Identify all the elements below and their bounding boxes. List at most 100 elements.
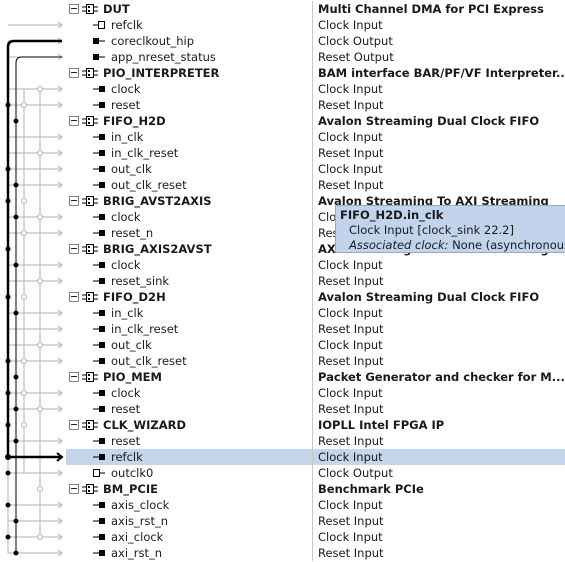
input-port-icon bbox=[93, 406, 105, 412]
wire-arrow bbox=[57, 389, 63, 397]
name-cell: axis_clock bbox=[66, 497, 313, 513]
connection-dot bbox=[5, 502, 11, 508]
name-cell: BM_PCIE bbox=[66, 481, 313, 497]
name-cell: BRIG_AVST2AXIS bbox=[66, 193, 313, 209]
name-cell: clock bbox=[66, 385, 313, 401]
port-row[interactable]: clock Clock Input bbox=[66, 81, 565, 97]
port-name: outclk0 bbox=[111, 466, 154, 480]
wire-arrow bbox=[57, 517, 63, 525]
port-name: reset bbox=[111, 402, 141, 416]
collapse-toggle-icon[interactable] bbox=[69, 196, 79, 206]
name-cell: PIO_MEM bbox=[66, 369, 313, 385]
name-cell: reset bbox=[66, 97, 313, 113]
name-cell: refclk bbox=[66, 17, 313, 33]
name-cell: coreclkout_hip bbox=[66, 33, 313, 49]
description-cell: Clock Input bbox=[313, 81, 565, 97]
connection-dot bbox=[5, 294, 11, 300]
component-name: FIFO_D2H bbox=[103, 290, 166, 304]
port-name: clock bbox=[111, 386, 141, 400]
collapse-toggle-icon[interactable] bbox=[69, 484, 79, 494]
wire-arrow bbox=[56, 452, 64, 462]
wire-arrow bbox=[57, 437, 63, 445]
collapse-toggle-icon[interactable] bbox=[69, 292, 79, 302]
description-cell: Clock Input bbox=[313, 257, 565, 273]
component-description: Avalon Streaming Dual Clock FIFO bbox=[318, 290, 540, 304]
wire-arrow bbox=[57, 165, 63, 173]
connection-dot bbox=[5, 102, 11, 108]
collapse-toggle-icon[interactable] bbox=[69, 244, 79, 254]
open-connection-dot bbox=[37, 214, 43, 220]
description-cell: Reset Input bbox=[313, 545, 565, 561]
name-cell: in_clk_reset bbox=[66, 321, 313, 337]
collapse-toggle-icon[interactable] bbox=[69, 372, 79, 382]
open-output-port-icon bbox=[93, 469, 105, 477]
input-port-icon bbox=[93, 390, 105, 396]
wire-arrow bbox=[57, 277, 63, 285]
component-name: BM_PCIE bbox=[103, 482, 158, 496]
description-cell: Reset Input bbox=[313, 145, 565, 161]
component-description: IOPLL Intel FPGA IP bbox=[318, 418, 445, 432]
port-name: reset_sink bbox=[111, 274, 170, 288]
port-name: out_clk bbox=[111, 338, 152, 352]
tooltip-assoc: Associated clock: None (asynchronous) bbox=[349, 238, 565, 252]
component-description: Packet Generator and checker for M... bbox=[318, 370, 565, 384]
description-cell: Clock Input bbox=[313, 17, 565, 33]
component-row-fifo-d2h[interactable]: FIFO_D2H Avalon Streaming Dual Clock FIFO bbox=[66, 289, 565, 305]
input-port-icon bbox=[93, 102, 105, 108]
port-description: Clock Input bbox=[318, 82, 383, 96]
collapse-toggle-icon[interactable] bbox=[69, 68, 79, 78]
component-icon bbox=[82, 196, 98, 206]
wire-arrow bbox=[57, 261, 63, 269]
wire-arrow bbox=[57, 533, 63, 541]
port-name: app_nreset_status bbox=[111, 50, 216, 64]
component-row-pio-mem[interactable]: PIO_MEM Packet Generator and checker for … bbox=[66, 369, 565, 385]
port-description: Clock Input bbox=[318, 450, 383, 464]
connections-panel[interactable] bbox=[0, 0, 66, 562]
connection-dot bbox=[13, 374, 19, 380]
input-port-icon bbox=[93, 166, 105, 172]
connections-graph[interactable] bbox=[0, 0, 66, 562]
wire-arrow bbox=[57, 549, 63, 557]
collapse-toggle-icon[interactable] bbox=[69, 4, 79, 14]
port-description: Clock Input bbox=[318, 130, 383, 144]
tooltip-assoc-value: None (asynchronous) bbox=[452, 238, 565, 252]
collapse-toggle-icon[interactable] bbox=[69, 116, 79, 126]
component-icon bbox=[82, 484, 98, 494]
wire-arrow bbox=[57, 341, 63, 349]
collapse-toggle-icon[interactable] bbox=[69, 420, 79, 430]
name-cell: clock bbox=[66, 81, 313, 97]
wire-arrow bbox=[57, 501, 63, 509]
name-cell: outclk0 bbox=[66, 465, 313, 481]
component-icon bbox=[82, 292, 98, 302]
